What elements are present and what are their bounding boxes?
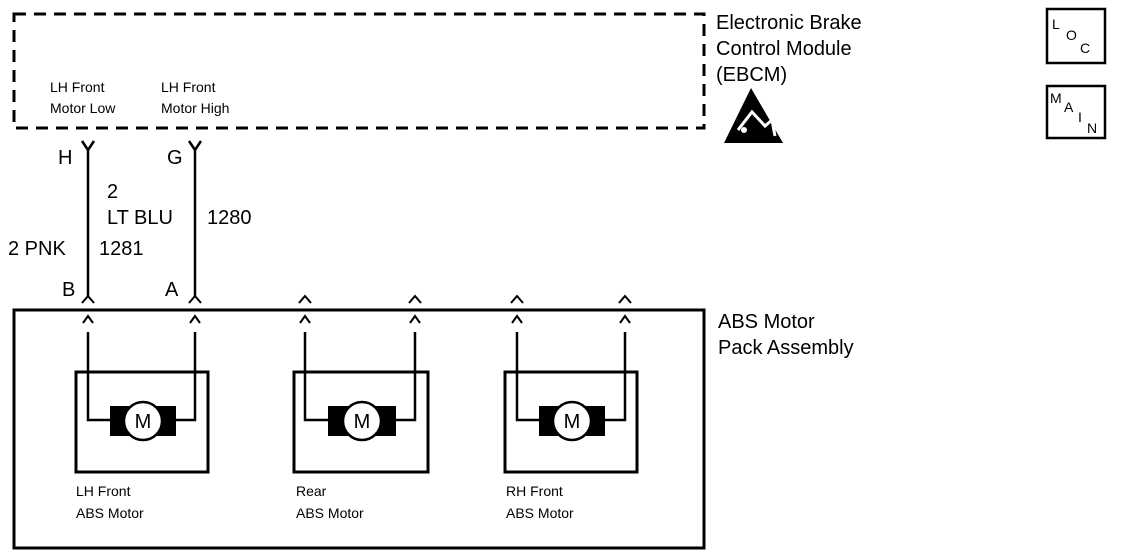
pnk-circuit-label: 1281 — [99, 238, 144, 260]
connector-a-chevron — [188, 294, 202, 304]
rh-front-motor: M — [503, 314, 639, 474]
rear-motor-symbol: M — [354, 411, 371, 433]
ebcm-title-line1: Electronic Brake — [716, 12, 862, 34]
rear-motor-label-line2: ABS Motor — [296, 505, 364, 521]
pin-high-label-line2: Motor High — [161, 100, 229, 116]
rear-pin1-chevron — [298, 294, 312, 304]
ebcm-title-line3: (EBCM) — [716, 64, 787, 86]
abs-motor-pack-box — [12, 308, 706, 550]
ebcm-box — [12, 12, 706, 130]
lh-front-motor: M — [74, 314, 210, 474]
connector-b-chevron — [81, 294, 95, 304]
loc-icon-c: C — [1080, 40, 1090, 56]
connector-h-label: H — [58, 147, 72, 169]
pin-low-label-line2: Motor Low — [50, 100, 116, 116]
loc-icon-l: L — [1052, 16, 1060, 32]
lh-front-motor-symbol: M — [135, 411, 152, 433]
connector-g-label: G — [167, 147, 183, 169]
rh-front-motor-label-line2: ABS Motor — [506, 505, 574, 521]
main-icon-m: M — [1050, 90, 1062, 106]
rh-pin1-chevron — [510, 294, 524, 304]
main-icon-i: I — [1078, 109, 1082, 125]
rh-pin2-chevron — [618, 294, 632, 304]
connector-h-symbol — [80, 140, 96, 296]
rear-pin2-chevron — [408, 294, 422, 304]
pack-title-line1: ABS Motor — [718, 311, 815, 333]
ltblu-gauge-label: 2 — [107, 181, 118, 203]
ltblu-circuit-label: 1280 — [207, 207, 252, 229]
pnk-gauge-color-label: 2 PNK — [8, 238, 66, 260]
rh-front-motor-label-line1: RH Front — [506, 483, 563, 499]
main-icon-n: N — [1087, 120, 1097, 136]
rh-front-motor-symbol: M — [564, 411, 581, 433]
esd-warning-icon — [724, 88, 783, 143]
connector-b-label: B — [62, 279, 75, 301]
lh-front-motor-label-line1: LH Front — [76, 483, 131, 499]
connector-g-symbol — [187, 140, 203, 296]
pin-low-label-line1: LH Front — [50, 79, 105, 95]
lh-front-motor-label-line2: ABS Motor — [76, 505, 144, 521]
pack-title-line2: Pack Assembly — [718, 337, 854, 359]
rear-motor: M — [292, 314, 430, 474]
rear-motor-label-line1: Rear — [296, 483, 327, 499]
connector-a-label: A — [165, 279, 179, 301]
ebcm-title-line2: Control Module — [716, 38, 852, 60]
main-icon[interactable]: M A I N — [1045, 84, 1107, 140]
main-icon-a: A — [1064, 99, 1074, 115]
loc-icon-o: O — [1066, 27, 1077, 43]
loc-icon[interactable]: L O C — [1045, 7, 1107, 65]
pin-high-label-line1: LH Front — [161, 79, 216, 95]
ltblu-color-label: LT BLU — [107, 207, 173, 229]
